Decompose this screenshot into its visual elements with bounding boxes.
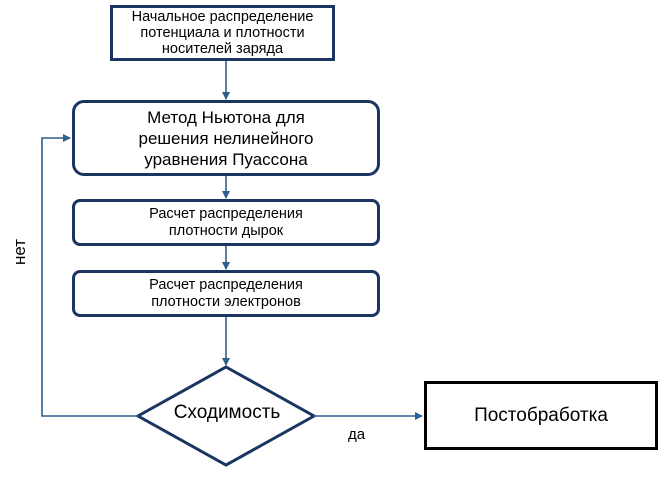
edge-label-no: нет — [10, 238, 29, 265]
decision-diamond — [134, 365, 318, 467]
node-postprocessing: Постобработка — [424, 381, 658, 450]
edge-label-yes: да — [348, 426, 366, 443]
node-hole-density: Расчет распределения плотности дырок — [72, 199, 380, 246]
arrow-loop-no — [41, 134, 138, 417]
node-electron-density: Расчет распределения плотности электроно… — [72, 270, 380, 317]
node-initial-distribution: Начальное распределение потенциала и пло… — [110, 5, 335, 61]
node-newton-method: Метод Ньютона для решения нелинейного ур… — [72, 100, 380, 176]
decision-label: Сходимость — [173, 402, 281, 423]
